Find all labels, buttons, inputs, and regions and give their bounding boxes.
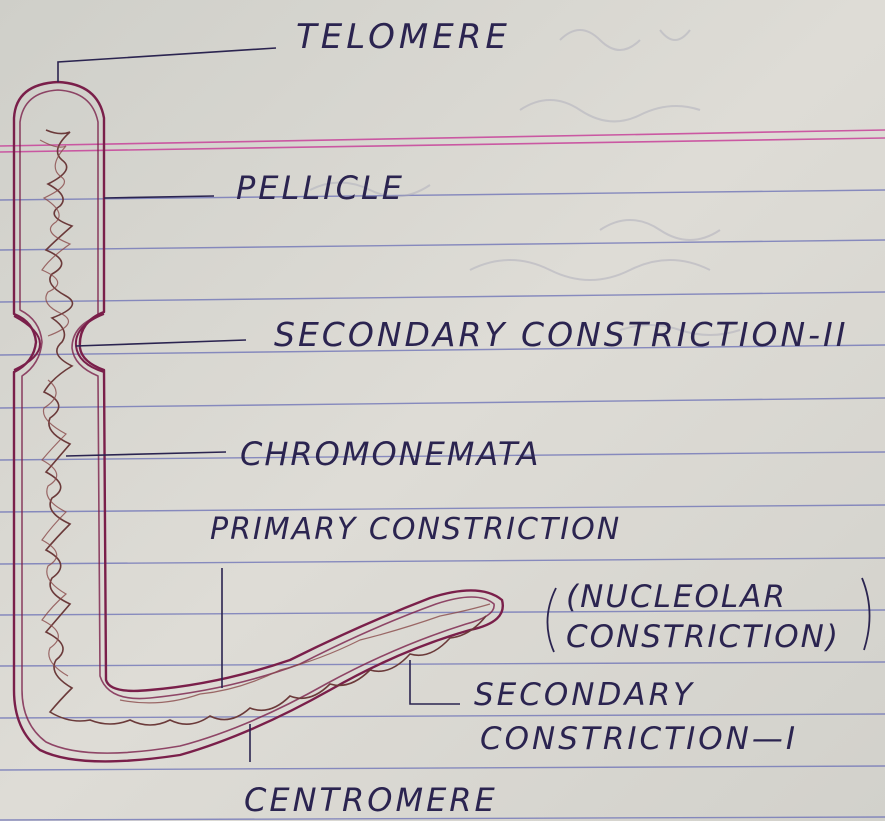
pellicle-label: PELLICLE [236, 172, 405, 204]
secondary-constriction-1-label-line1: SECONDARY [474, 680, 695, 711]
nucleolar-label-line2: CONSTRICTION) [566, 622, 840, 653]
telomere-label: TELOMERE [296, 20, 511, 54]
chromonemata-label: CHROMONEMATA [240, 438, 540, 470]
secondary-constriction-1-label-line2: CONSTRICTION—I [480, 724, 798, 755]
nucleolar-label-line1: (NUCLEOLAR [566, 582, 787, 613]
primary-constriction-label: PRIMARY CONSTRICTION [210, 515, 621, 545]
secondary-constriction-2-label: SECONDARY CONSTRICTION-II [274, 318, 849, 351]
centromere-label: CENTROMERE [244, 784, 498, 816]
